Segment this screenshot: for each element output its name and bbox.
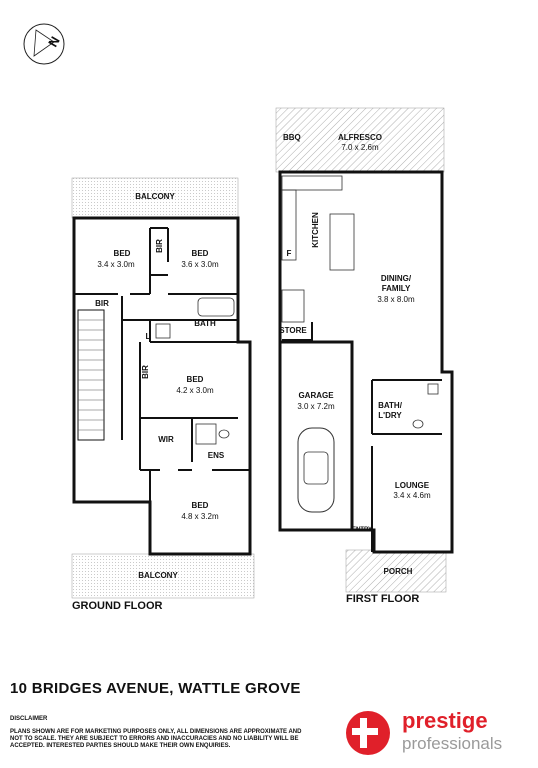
disclaimer-text: PLANS SHOWN ARE FOR MARKETING PURPOSES O… (10, 729, 302, 749)
garage-label: GARAGE (298, 391, 334, 400)
disclaimer-heading: DISCLAIMER (10, 716, 48, 722)
alfresco-label: ALFRESCO (338, 133, 382, 142)
kitchen-island (329, 213, 355, 271)
stairs (77, 309, 105, 441)
ens-label: ENS (208, 451, 225, 460)
alfresco-area (275, 107, 445, 173)
ground-floor-outer-walls (72, 216, 252, 556)
bath-label: BATH (194, 319, 216, 328)
bed3-label: BED (187, 375, 204, 384)
bir1-label: BIR (155, 239, 164, 253)
ensuite-toilet (218, 429, 230, 439)
compass-letter: N (45, 34, 63, 50)
laundry-tub (427, 383, 439, 395)
bathtub (197, 297, 235, 317)
wir-label: WIR (158, 435, 174, 444)
store-label: STORE (279, 326, 307, 335)
lounge-dims: 3.4 x 4.6m (393, 491, 431, 500)
ground-floor-title: GROUND FLOOR (72, 600, 162, 612)
ground-floor-plan: BALCONY BED 3.4 x 3.0m BED 3.6 x 3.0m BI… (71, 177, 255, 612)
bath-vanity (155, 323, 171, 339)
car-icon (297, 427, 335, 513)
garage-walls (278, 340, 354, 532)
bath-ldry-label-line1: BATH/ (378, 401, 403, 410)
brand-logo: prestige professionals (338, 706, 533, 761)
brand-mark-icon (346, 711, 390, 755)
balcony-top-label: BALCONY (135, 192, 175, 201)
dining-label-line1: DINING/ (381, 274, 412, 283)
lounge-label: LOUNGE (395, 481, 430, 490)
first-floor-title: FIRST FLOOR (346, 593, 419, 605)
balcony-bottom-area (71, 553, 255, 599)
bir2-label: BIR (95, 299, 109, 308)
first-floor-stairs (281, 289, 305, 323)
bed1-label: BED (114, 249, 131, 258)
laundry-toilet (412, 419, 424, 429)
bed3-dims: 4.2 x 3.0m (176, 386, 214, 395)
balcony-top-area (71, 177, 239, 219)
porch-area (345, 549, 447, 593)
kitchen-pantry (281, 189, 297, 261)
bed1-dims: 3.4 x 3.0m (97, 260, 135, 269)
kitchen-bench (281, 175, 343, 191)
brand-tagline: professionals (402, 734, 503, 753)
fridge-label: F (287, 249, 292, 258)
first-floor-plan: BBQ ALFRESCO 7.0 x 2.6m KITCHEN F DINING… (275, 107, 454, 605)
bath-ldry-label-line2: L'DRY (378, 411, 402, 420)
ensuite-shower (195, 423, 217, 445)
brand-name: prestige (402, 708, 488, 733)
entry-label: ENTRY (352, 527, 372, 533)
bir3-label: BIR (141, 365, 150, 379)
dining-dims: 3.8 x 8.0m (377, 295, 415, 304)
bbq-label: BBQ (283, 133, 301, 142)
kitchen-label: KITCHEN (311, 212, 320, 248)
alfresco-dims: 7.0 x 2.6m (341, 143, 379, 152)
compass-icon: N (23, 23, 65, 65)
property-address: 10 BRIDGES AVENUE, WATTLE GROVE (10, 680, 301, 697)
porch-label: PORCH (384, 567, 413, 576)
bed4-dims: 4.8 x 3.2m (181, 512, 219, 521)
bed2-dims: 3.6 x 3.0m (181, 260, 219, 269)
garage-dims: 3.0 x 7.2m (297, 402, 335, 411)
balcony-bottom-label: BALCONY (138, 571, 178, 580)
bed4-label: BED (192, 501, 209, 510)
bed2-label: BED (192, 249, 209, 258)
linen-label: L (146, 332, 151, 341)
dining-label-line2: FAMILY (382, 284, 411, 293)
